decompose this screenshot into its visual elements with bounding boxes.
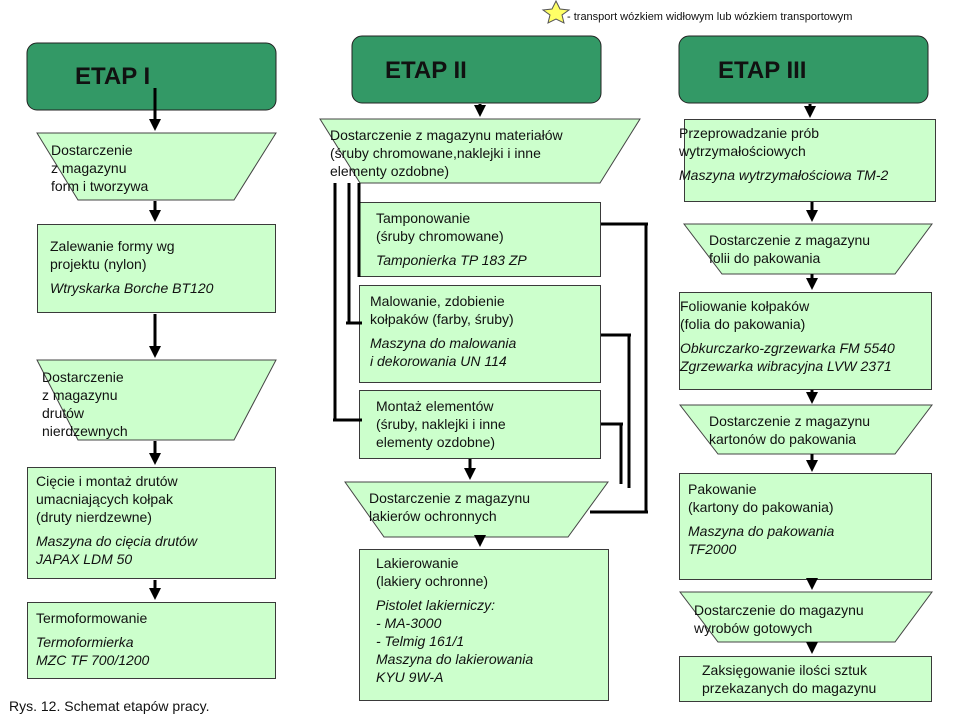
- painting-box: Malowanie, zdobienie kołpaków (farby, śr…: [359, 285, 601, 383]
- assembly-line-1: Montaż elementów: [376, 398, 494, 414]
- cutting-line-3: (druty nierdzewne): [36, 509, 152, 525]
- delivery-foil-text: Dostarczenie z magazynu folii do pakowan…: [709, 231, 870, 267]
- pouring-machine: Wtryskarka Borche BT120: [50, 280, 214, 296]
- delivery-lacquer-text: Dostarczenie z magazynu lakierów ochronn…: [369, 489, 530, 525]
- figure-caption: Rys. 12. Schemat etapów pracy.: [9, 698, 210, 714]
- booking-line-1: Zaksięgowanie ilości sztuk: [702, 662, 867, 678]
- cutting-machine-2: JAPAX LDM 50: [36, 551, 133, 567]
- legend-text: - transport wózkiem widłowym lub wózkiem…: [567, 11, 853, 23]
- assembly-box: Montaż elementów (śruby, naklejki i inne…: [359, 390, 601, 459]
- thermo-box: Termoformowanie Termoformierka MZC TF 70…: [27, 602, 276, 679]
- delivery-boxes-text: Dostarczenie z magazynu kartonów do pako…: [709, 412, 870, 448]
- delivery-boxes-shape: [678, 404, 934, 455]
- thermo-line-1: Termoformowanie: [36, 610, 148, 626]
- lacquering-box: Lakierowanie (lakiery ochronne) Pistolet…: [359, 549, 609, 701]
- thermo-machine-2: MZC TF 700/1200: [36, 652, 150, 668]
- delivery-finished-line-2: wyrobów gotowych: [694, 620, 813, 636]
- booking-line-2: przekazanych do magazynu: [702, 680, 877, 696]
- delivery-materials-shape: [319, 118, 641, 184]
- painting-machine-1: Maszyna do malowania: [370, 335, 517, 351]
- delivery-finished-text: Dostarczenie do magazynu wyrobów gotowyc…: [694, 601, 864, 637]
- delivery-finished-line-1: Dostarczenie do magazynu: [694, 602, 864, 618]
- packing-line-1: Pakowanie: [688, 481, 757, 497]
- delivery-lacquer-shape: [344, 481, 609, 538]
- delivery-wires-line-2: z magazynu: [42, 387, 118, 403]
- stage-1-label: ETAP I: [75, 63, 151, 90]
- delivery-forms-line-1: Dostarczenie: [51, 142, 133, 158]
- packing-line-2: (kartony do pakowania): [688, 499, 834, 515]
- foiling-machine-1: Obkurczarko-zgrzewarka FM 5540: [680, 340, 895, 356]
- delivery-materials-line-3: elementy ozdobne): [330, 163, 450, 179]
- stage-3-shape: [678, 35, 929, 104]
- legend-star-icon: [541, 0, 571, 24]
- tests-line-2: wytrzymałościowych: [679, 143, 806, 159]
- delivery-wires-line-1: Dostarczenie: [42, 369, 124, 385]
- delivery-materials-line-1: Dostarczenie z magazynu materiałów: [330, 127, 563, 143]
- painting-line-1: Malowanie, zdobienie: [370, 293, 505, 309]
- stage-3-label: ETAP III: [718, 57, 807, 84]
- cutting-line-1: Cięcie i montaż drutów: [36, 473, 178, 489]
- delivery-forms-line-2: z magazynu: [51, 160, 127, 176]
- foiling-box: Foliowanie kołpaków (folia do pakowania)…: [679, 292, 932, 390]
- delivery-lacquer-line-2: lakierów ochronnych: [369, 508, 497, 524]
- lacquering-machine-2: - MA-3000: [376, 615, 442, 631]
- lacquering-machine-3: - Telmig 161/1: [376, 633, 465, 649]
- delivery-forms-line-3: form i tworzywa: [51, 178, 149, 194]
- stage-2-label: ETAP II: [385, 57, 467, 84]
- delivery-foil-line-1: Dostarczenie z magazynu: [709, 232, 871, 248]
- pouring-line-2: projektu (nylon): [50, 256, 147, 272]
- lacquering-machine-5: KYU 9W-A: [376, 669, 444, 685]
- delivery-materials-line-2: (śruby chromowane,naklejki i inne: [330, 145, 541, 161]
- assembly-line-3: elementy ozdobne): [376, 434, 496, 450]
- delivery-wires-shape: [36, 359, 277, 441]
- packing-machine-1: Maszyna do pakowania: [688, 523, 835, 539]
- cutting-box: Cięcie i montaż drutów umacniających koł…: [27, 467, 276, 579]
- lacquering-line-2: (lakiery ochronne): [376, 573, 489, 589]
- delivery-materials-text: Dostarczenie z magazynu materiałów (śrub…: [330, 126, 563, 180]
- tests-line-1: Przeprowadzanie prób: [679, 125, 820, 141]
- lacquering-machine-4: Maszyna do lakierowania: [376, 651, 534, 667]
- tampo-machine: Tamponierka TP 183 ZP: [376, 252, 527, 268]
- delivery-lacquer-line-1: Dostarczenie z magazynu: [369, 490, 531, 506]
- lacquering-machine-1: Pistolet lakierniczy:: [376, 597, 496, 613]
- foiling-line-2: (folia do pakowania): [680, 316, 806, 332]
- delivery-forms-shape: [36, 132, 277, 201]
- booking-box: Zaksięgowanie ilości sztuk przekazanych …: [679, 656, 932, 702]
- foiling-line-1: Foliowanie kołpaków: [680, 298, 810, 314]
- pouring-line-1: Zalewanie formy wg: [50, 238, 175, 254]
- tampo-line-2: (śruby chromowane): [376, 228, 504, 244]
- tests-box: Przeprowadzanie prób wytrzymałościowych …: [679, 119, 936, 202]
- delivery-foil-line-2: folii do pakowania: [709, 250, 821, 266]
- packing-machine-2: TF2000: [688, 541, 737, 557]
- painting-line-2: kołpaków (farby, śruby): [370, 311, 514, 327]
- delivery-boxes-line-1: Dostarczenie z magazynu: [709, 413, 871, 429]
- cutting-line-2: umacniających kołpak: [36, 491, 173, 507]
- tampo-line-1: Tamponowanie: [376, 210, 471, 226]
- pouring-box: Zalewanie formy wg projektu (nylon) Wtry…: [37, 224, 276, 313]
- assembly-line-2: (śruby, naklejki i inne: [376, 416, 506, 432]
- tests-machine: Maszyna wytrzymałościowa TM-2: [679, 167, 889, 183]
- stage-2-shape: [351, 35, 602, 104]
- delivery-foil-shape: [682, 223, 933, 275]
- foiling-machine-2: Zgrzewarka wibracyjna LVW 2371: [680, 358, 892, 374]
- delivery-wires-line-3: drutów: [42, 405, 85, 421]
- painting-machine-2: i dekorowania UN 114: [370, 353, 507, 369]
- cutting-machine-1: Maszyna do cięcia drutów: [36, 533, 198, 549]
- delivery-wires-text: Dostarczenie z magazynu drutów nierdzewn…: [42, 368, 128, 440]
- delivery-wires-line-4: nierdzewnych: [42, 423, 128, 439]
- delivery-boxes-line-2: kartonów do pakowania: [709, 431, 857, 447]
- tampo-box: Tamponowanie (śruby chromowane) Tamponie…: [359, 202, 601, 277]
- delivery-finished-shape: [678, 591, 933, 643]
- packing-box: Pakowanie (kartony do pakowania) Maszyna…: [679, 473, 932, 580]
- delivery-forms-text: Dostarczenie z magazynu form i tworzywa: [51, 141, 148, 195]
- thermo-machine-1: Termoformierka: [36, 634, 134, 650]
- stage-1-shape: [26, 42, 277, 111]
- lacquering-line-1: Lakierowanie: [376, 555, 459, 571]
